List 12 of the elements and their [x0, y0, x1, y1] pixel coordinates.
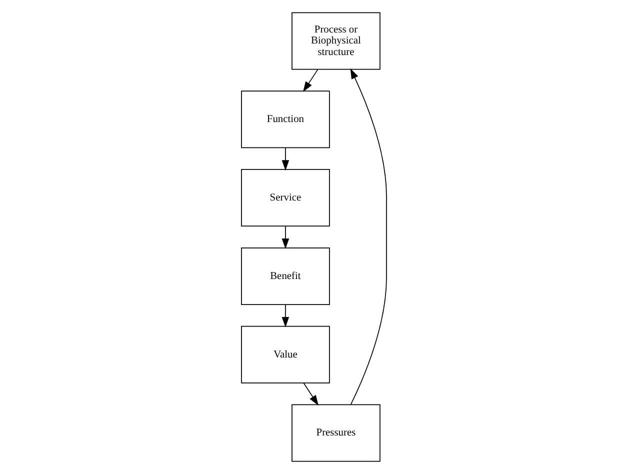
arrow [350, 68, 386, 405]
node-box: Value [240, 326, 330, 384]
node-box: Function [240, 90, 330, 148]
node-box: Benefit [240, 247, 330, 305]
arrow [281, 148, 289, 171]
arrow [281, 304, 289, 328]
arrow [302, 382, 318, 406]
node-box: Service [240, 169, 330, 227]
node-box: Pressures [291, 404, 380, 462]
arrow [302, 69, 318, 92]
node-box: Process or Biophysical structure [291, 12, 380, 70]
arrow [281, 226, 289, 250]
